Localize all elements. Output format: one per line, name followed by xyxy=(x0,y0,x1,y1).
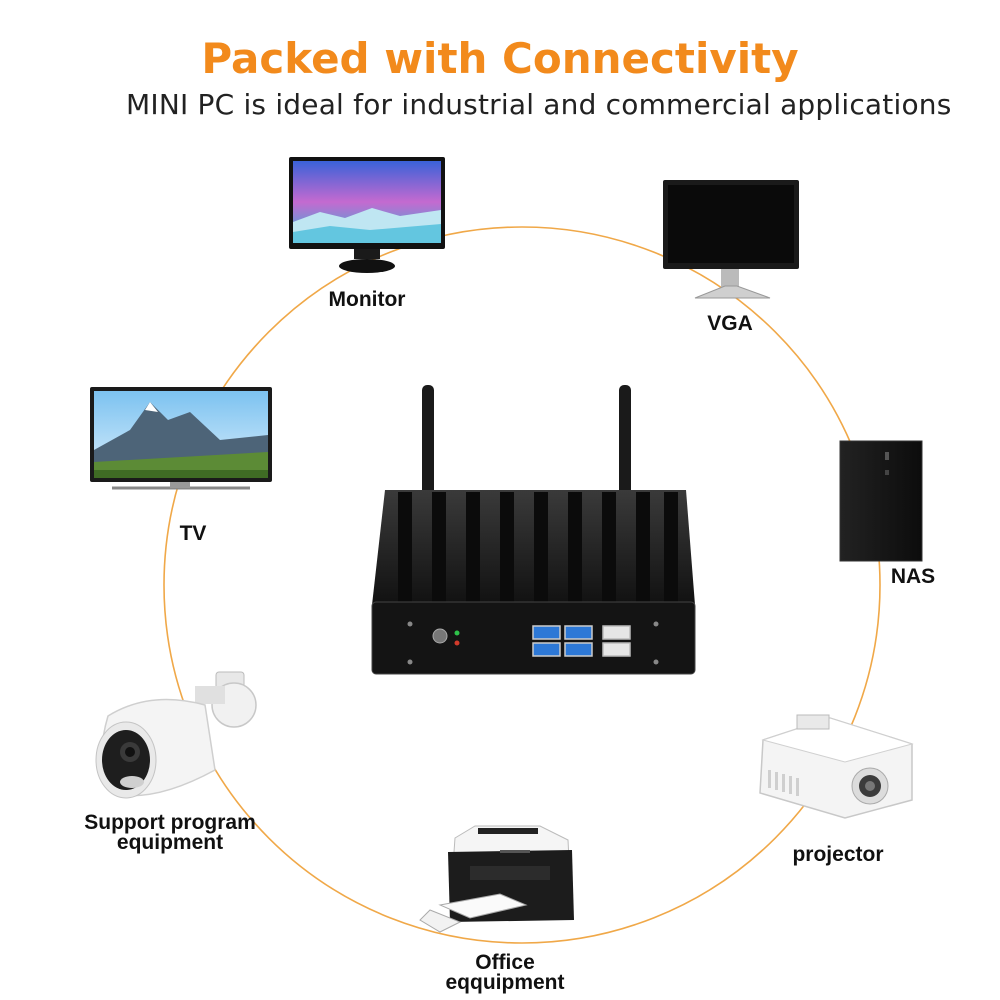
printer-label-line1: Office xyxy=(475,951,535,974)
camera-label-line2: equipment xyxy=(116,831,224,854)
camera-label: Support program equipment xyxy=(70,811,270,854)
mini-pc-icon xyxy=(371,385,696,675)
nas-icon xyxy=(839,440,923,562)
monitor-label: Monitor xyxy=(328,288,406,311)
projector-icon xyxy=(759,714,914,819)
projector-label: projector xyxy=(792,843,884,866)
page-subtitle: MINI PC is ideal for industrial and comm… xyxy=(126,88,952,121)
vga-label: VGA xyxy=(707,312,753,335)
page-title: Packed with Connectivity xyxy=(201,34,799,83)
nas-label: NAS xyxy=(890,565,936,588)
monitor-icon xyxy=(289,157,445,273)
tv-icon xyxy=(90,387,272,490)
tv-label: TV xyxy=(179,522,207,545)
vga-monitor-icon xyxy=(663,180,799,299)
camera-label-line1: Support program xyxy=(84,811,256,834)
printer-icon xyxy=(419,825,574,933)
printer-label-line2: eqquipment xyxy=(445,971,565,994)
security-camera-icon xyxy=(95,671,257,799)
printer-label: Office eqquipment xyxy=(430,951,580,994)
connection-ring xyxy=(163,226,881,944)
